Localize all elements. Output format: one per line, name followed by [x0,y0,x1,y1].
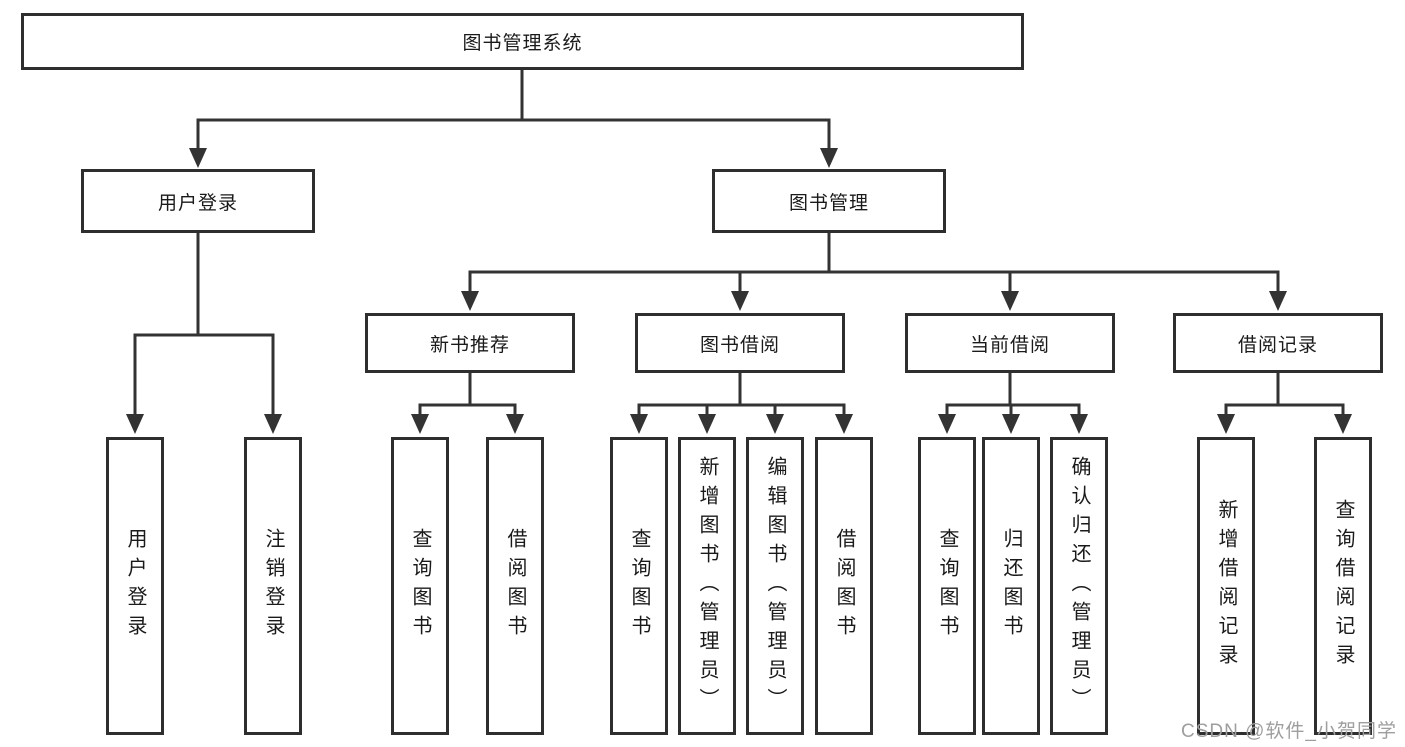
leaf-add-borrow-record: 新增借阅记录 [1197,437,1255,735]
node-borrowing-records: 借阅记录 [1173,313,1383,373]
node-book-borrowing: 图书借阅 [635,313,845,373]
arrowheads [126,148,1352,434]
node-current-borrowing: 当前借阅 [905,313,1115,373]
leaf-edit-book-admin: 编辑图书（管理员） [746,437,804,735]
leaf-confirm-return-admin: 确认归还（管理员） [1050,437,1108,735]
node-new-book-recommend: 新书推荐 [365,313,575,373]
connector-segments [133,70,1345,418]
csdn-watermark: CSDN @软件_小贺同学 [1181,721,1397,742]
node-book-management: 图书管理 [712,169,946,233]
leaf-borrow-books-recommend: 借阅图书 [486,437,544,735]
leaf-query-borrow-record: 查询借阅记录 [1314,437,1372,735]
leaf-query-books-borrowing: 查询图书 [610,437,668,735]
leaf-logout-login: 注销登录 [244,437,302,735]
node-user-login: 用户登录 [81,169,315,233]
leaf-query-books-recommend: 查询图书 [391,437,449,735]
leaf-user-login: 用户登录 [106,437,164,735]
leaf-borrow-books-borrowing: 借阅图书 [815,437,873,735]
leaf-query-books-current: 查询图书 [918,437,976,735]
node-root-library-system: 图书管理系统 [21,13,1024,70]
leaf-return-books: 归还图书 [982,437,1040,735]
leaf-add-book-admin: 新增图书（管理员） [678,437,736,735]
